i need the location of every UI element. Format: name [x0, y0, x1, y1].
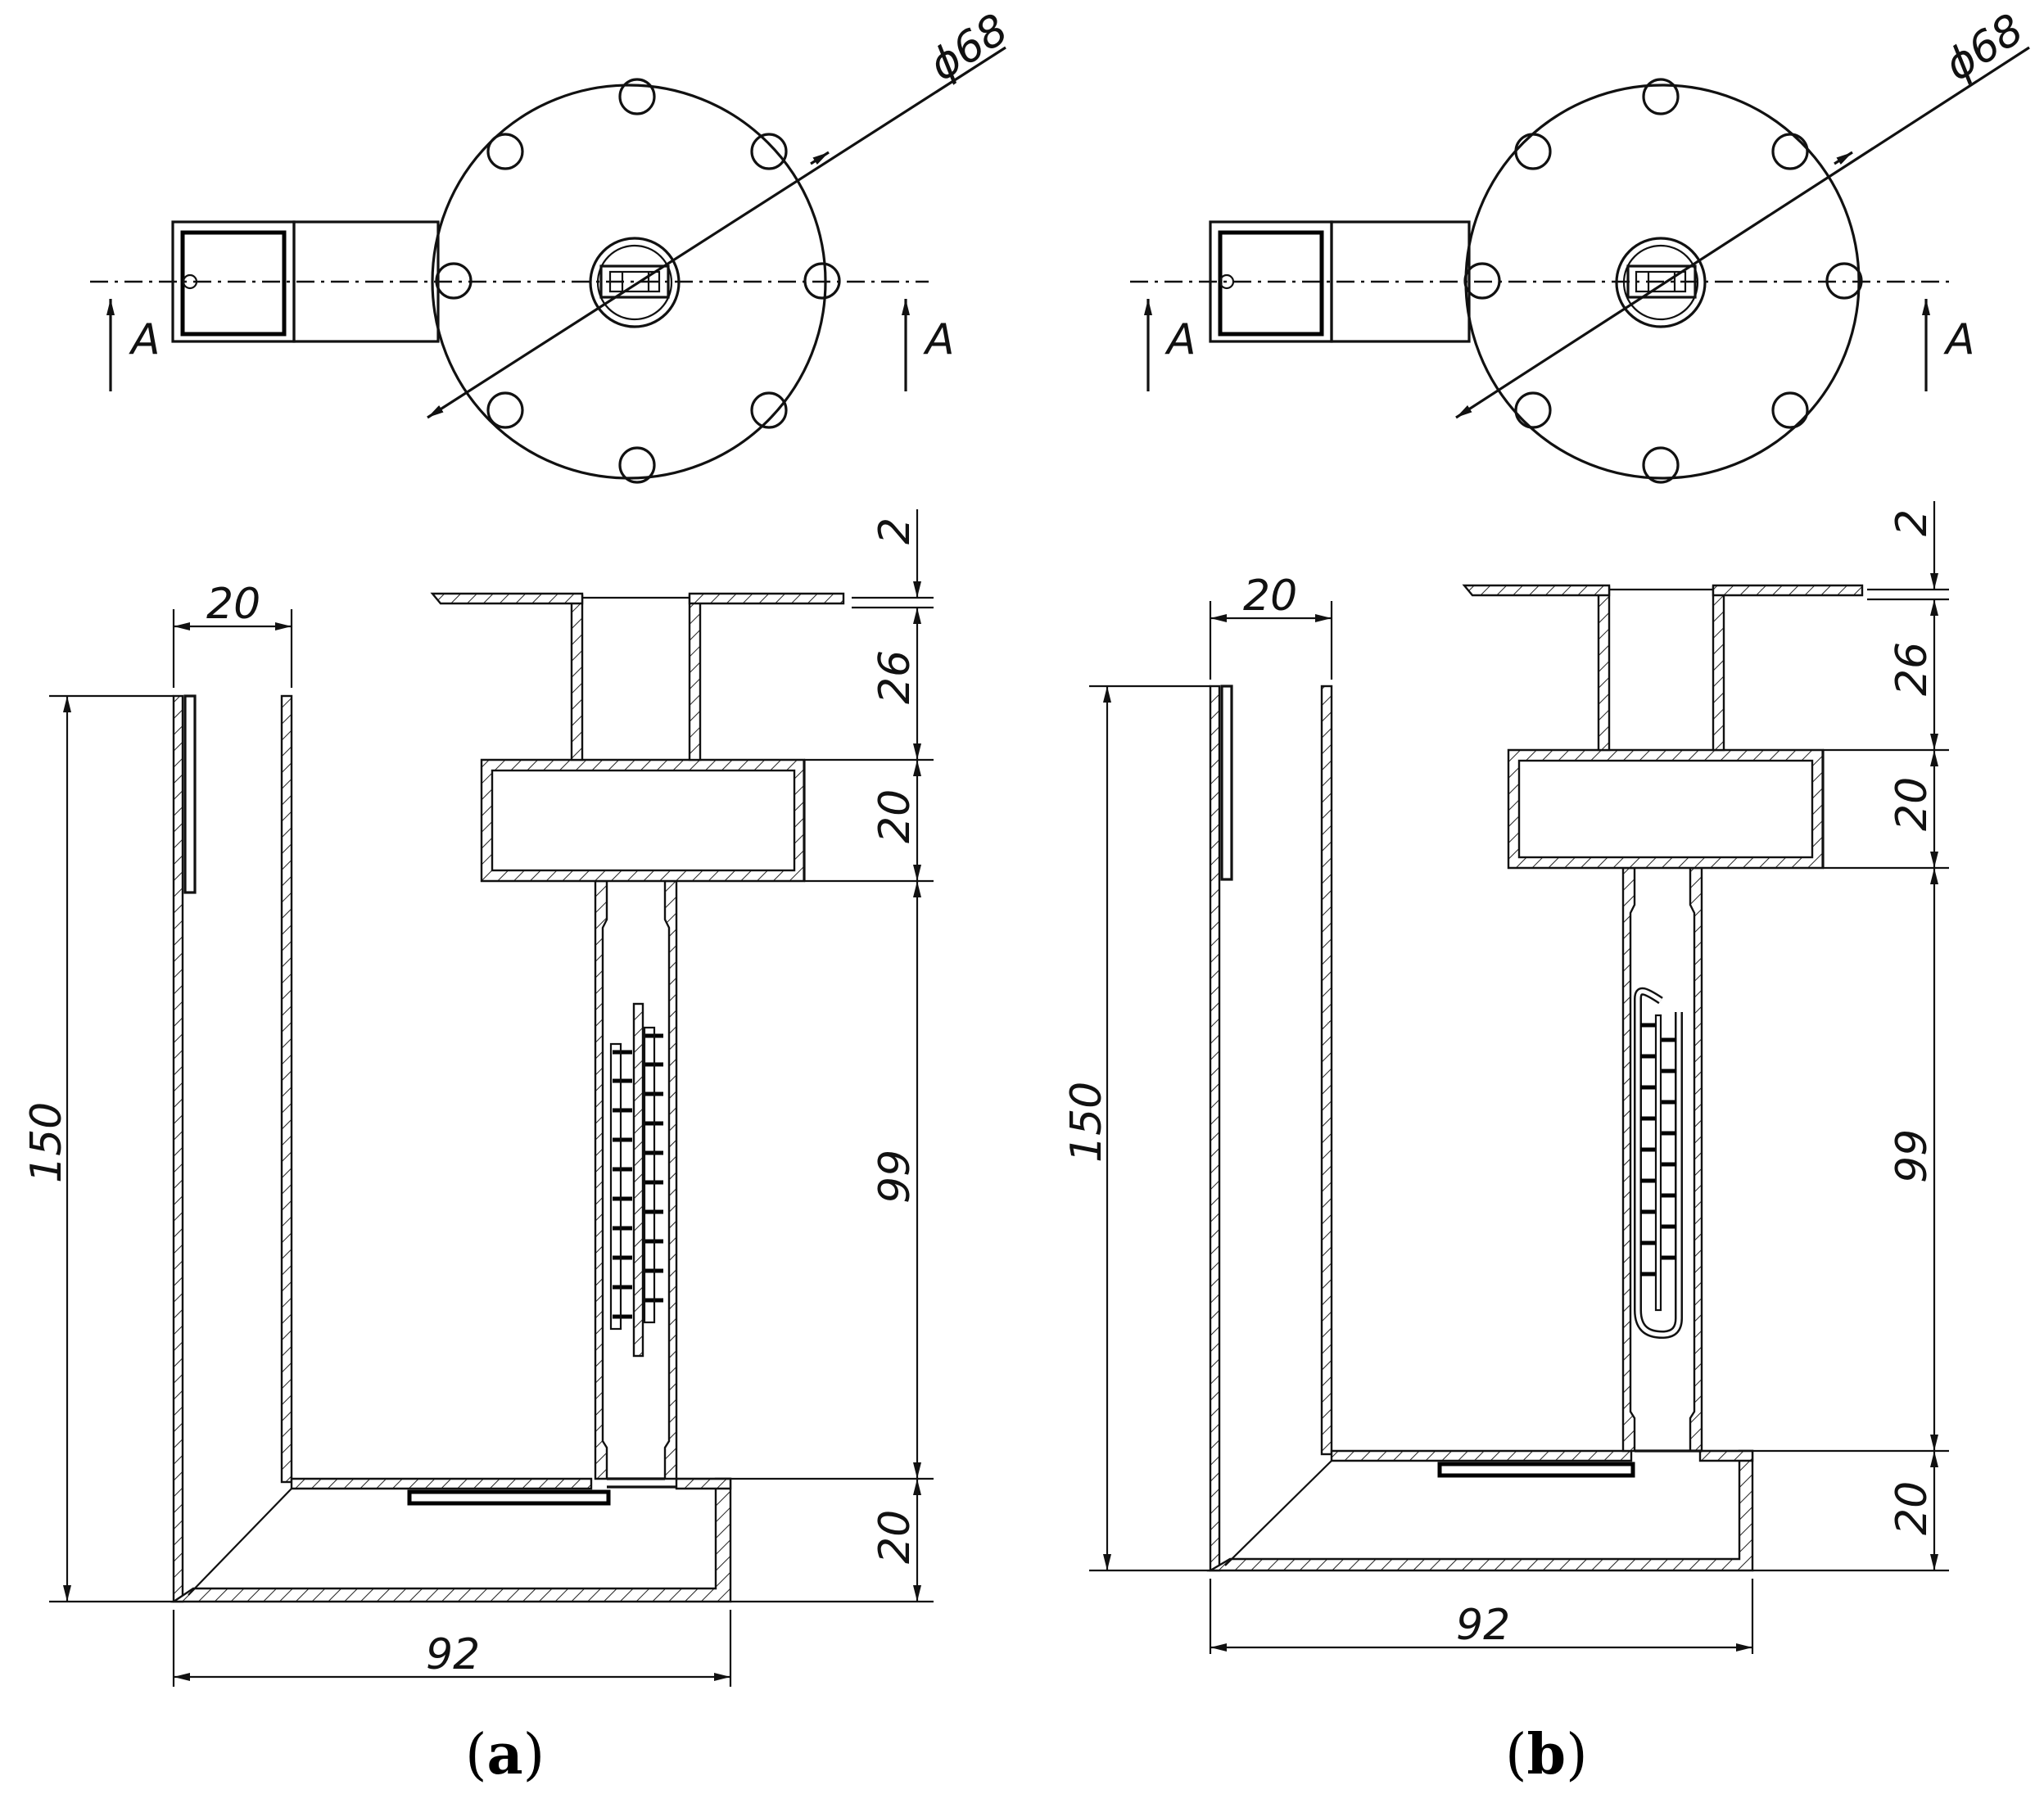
sample-plate: [1437, 1462, 1635, 1478]
dim-base-width: 92: [426, 1630, 480, 1679]
dim-tube-length: 99: [871, 1150, 920, 1204]
base-right-top: [675, 1477, 732, 1490]
section-marker-left: A: [1164, 315, 1196, 364]
dimensions-left: 150 20 92: [22, 580, 732, 1687]
bolt-hole: [1642, 446, 1680, 484]
dim-box-height: 20: [871, 789, 920, 843]
dim-flange-thickness: 2: [871, 517, 920, 545]
section-marker-right: A: [1943, 315, 1975, 364]
heater-fins: [1640, 1014, 1676, 1312]
column-left-wall: [172, 694, 184, 1603]
neck-right-wall: [1712, 585, 1725, 752]
base-right-top: [1698, 1449, 1754, 1462]
diameter-leader: [427, 46, 1006, 419]
section-marker-left: A: [129, 315, 161, 364]
dim-box-height: 20: [1888, 777, 1937, 831]
dim-overall-height: 150: [22, 1102, 71, 1183]
probe-strip: [1220, 685, 1233, 881]
view-a: ϕ68 A A: [22, 5, 1016, 1787]
probe-strip: [183, 694, 197, 894]
bolt-hole: [1514, 391, 1552, 429]
caption-b: (b): [1505, 1722, 1588, 1787]
base-top-plate: [290, 1477, 593, 1490]
connector-channel: [1330, 220, 1471, 343]
bolt-hole: [486, 391, 524, 429]
heater-fins: [609, 1026, 663, 1331]
column-right-wall: [280, 694, 293, 1484]
caption-a: (a): [465, 1722, 545, 1787]
base-floor: [170, 1477, 732, 1603]
dim-column-width: 20: [206, 580, 260, 629]
diameter-leader: [1455, 46, 2030, 419]
dim-column-width: 20: [1243, 572, 1297, 621]
tube-left-wall: [594, 879, 608, 1480]
top-view-a: ϕ68 A A: [90, 5, 1016, 484]
dim-overall-height: 150: [1062, 1082, 1111, 1163]
bolt-hole: [1771, 133, 1809, 170]
side-box-inner: [180, 230, 287, 337]
neck-right-wall: [688, 594, 702, 761]
dim-base-height: 20: [1888, 1481, 1937, 1535]
dimensions-right: 2 26 20 99 20: [676, 509, 934, 1603]
dimensions-right: 2 26 20 99 20: [1702, 501, 1949, 1572]
neck-left-wall: [1597, 585, 1611, 752]
base-top-plate: [1330, 1449, 1633, 1462]
bolt-hole: [1514, 133, 1552, 170]
bolt-hole: [618, 78, 656, 115]
bolt-hole: [750, 391, 788, 429]
dim-neck-height: 26: [871, 650, 920, 704]
top-flange: [1462, 584, 1611, 597]
base-floor: [1206, 1449, 1754, 1572]
column-right-wall: [1320, 685, 1333, 1456]
diameter-label: ϕ68: [920, 5, 1016, 91]
section-view-a: 2 26 20 99 20 150 20: [22, 509, 934, 1687]
dim-tube-length: 99: [1888, 1129, 1937, 1183]
dim-base-height: 20: [871, 1510, 920, 1564]
tube-left-wall: [1621, 866, 1636, 1453]
section-marker-right: A: [923, 315, 955, 364]
tube-right-wall: [1689, 866, 1703, 1453]
dimensions-left: 150 20 92: [1062, 572, 1754, 1654]
bolt-hole: [1771, 391, 1809, 429]
top-flange: [430, 592, 584, 605]
tube-right-wall: [663, 879, 678, 1480]
bolt-hole: [750, 133, 788, 170]
section-view-b: 2 26 20 99 20 150 20: [1062, 501, 1949, 1654]
bolt-hole: [618, 446, 656, 484]
sample-plate: [407, 1489, 611, 1506]
view-b: ϕ68 A A: [1062, 5, 2032, 1787]
heater-rod: [632, 1002, 644, 1358]
neck-left-wall: [570, 594, 584, 761]
column-left-wall: [1209, 685, 1221, 1572]
dim-flange-thickness: 2: [1888, 509, 1937, 536]
top-view-b: ϕ68 A A: [1130, 5, 2032, 484]
bolt-hole: [486, 133, 524, 170]
dim-base-width: 92: [1456, 1601, 1510, 1650]
bolt-hole: [1642, 78, 1680, 115]
side-box-inner: [1218, 230, 1324, 337]
dim-neck-height: 26: [1888, 642, 1937, 696]
